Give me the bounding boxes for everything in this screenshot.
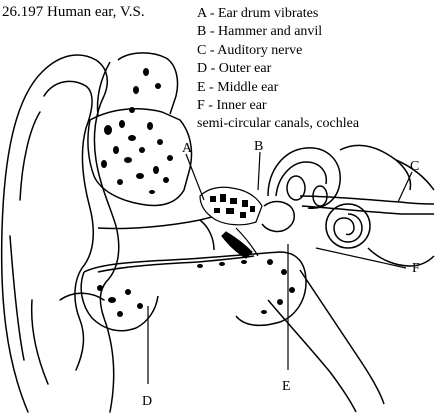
diagram-title: 26.197 Human ear, V.S. (2, 4, 145, 20)
lower-bone-pores (97, 259, 295, 317)
legend-item-f-detail: semi-circular canals, cochlea (197, 116, 360, 132)
middle-ear-ossicles (199, 186, 263, 259)
legend-item-f: F - Inner ear (197, 98, 267, 114)
legend-item-e: E - Middle ear (197, 79, 279, 95)
leader-c (397, 171, 413, 203)
legend-item-b: B - Hammer and anvil (197, 24, 323, 40)
legend-item-d: D - Outer ear (197, 61, 272, 77)
semicircular-canals (267, 147, 341, 209)
label-b: B (254, 139, 263, 154)
leader-b (257, 151, 261, 191)
label-a: A (182, 141, 193, 156)
leader-f (315, 247, 407, 269)
label-c: C (410, 159, 419, 174)
legend-item-c: C - Auditory nerve (197, 42, 303, 58)
diagram-labels: A B C D E F (142, 139, 420, 409)
inner-ear (261, 144, 435, 267)
auditory-nerve (299, 195, 435, 205)
skull-bone (87, 52, 193, 207)
leader-lines (147, 151, 413, 384)
legend-item-a: A - Ear drum vibrates (197, 6, 319, 21)
legend: A - Ear drum vibrates B - Hammer and anv… (197, 5, 359, 134)
label-e: E (282, 379, 291, 394)
bone-pores (101, 68, 173, 194)
label-d: D (142, 394, 152, 409)
leader-a (185, 153, 205, 201)
outer-ear-auricle (0, 54, 120, 413)
lower-bone (80, 251, 307, 332)
cochlea (325, 203, 371, 249)
label-f: F (412, 261, 420, 276)
eustachian-tube (267, 269, 385, 413)
